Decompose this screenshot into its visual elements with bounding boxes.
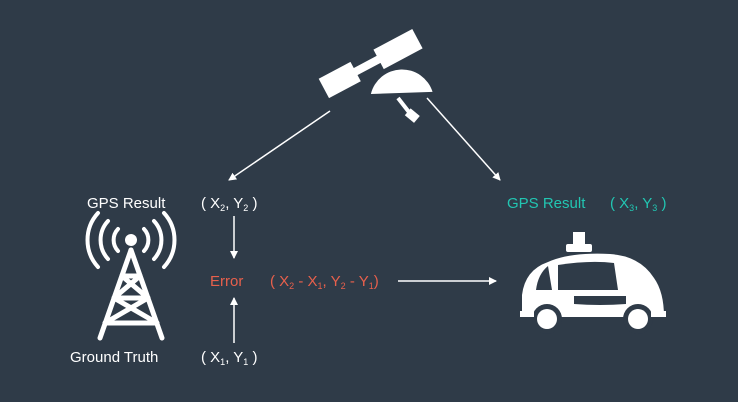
error-label: Error — [210, 273, 244, 290]
gps-result-left-coords: ( X2, Y2 ) — [201, 195, 258, 213]
gps-result-left-label: GPS Result — [87, 195, 166, 212]
gps-result-right-coords: ( X3, Y3 ) — [610, 195, 667, 213]
error-formula: ( X2 - X1, Y2 - Y1) — [270, 273, 379, 291]
gps-result-right-label: GPS Result — [507, 195, 586, 212]
arrow-satellite-to-right-gps — [426, 97, 501, 181]
arrow-satellite-to-left-gps — [228, 110, 331, 181]
satellite-icon — [318, 28, 433, 123]
self-driving-car-icon — [520, 232, 666, 334]
ground-truth-coords: ( X1, Y1 ) — [201, 349, 258, 367]
cell-tower-icon — [85, 211, 177, 341]
ground-truth-label: Ground Truth — [70, 349, 159, 366]
